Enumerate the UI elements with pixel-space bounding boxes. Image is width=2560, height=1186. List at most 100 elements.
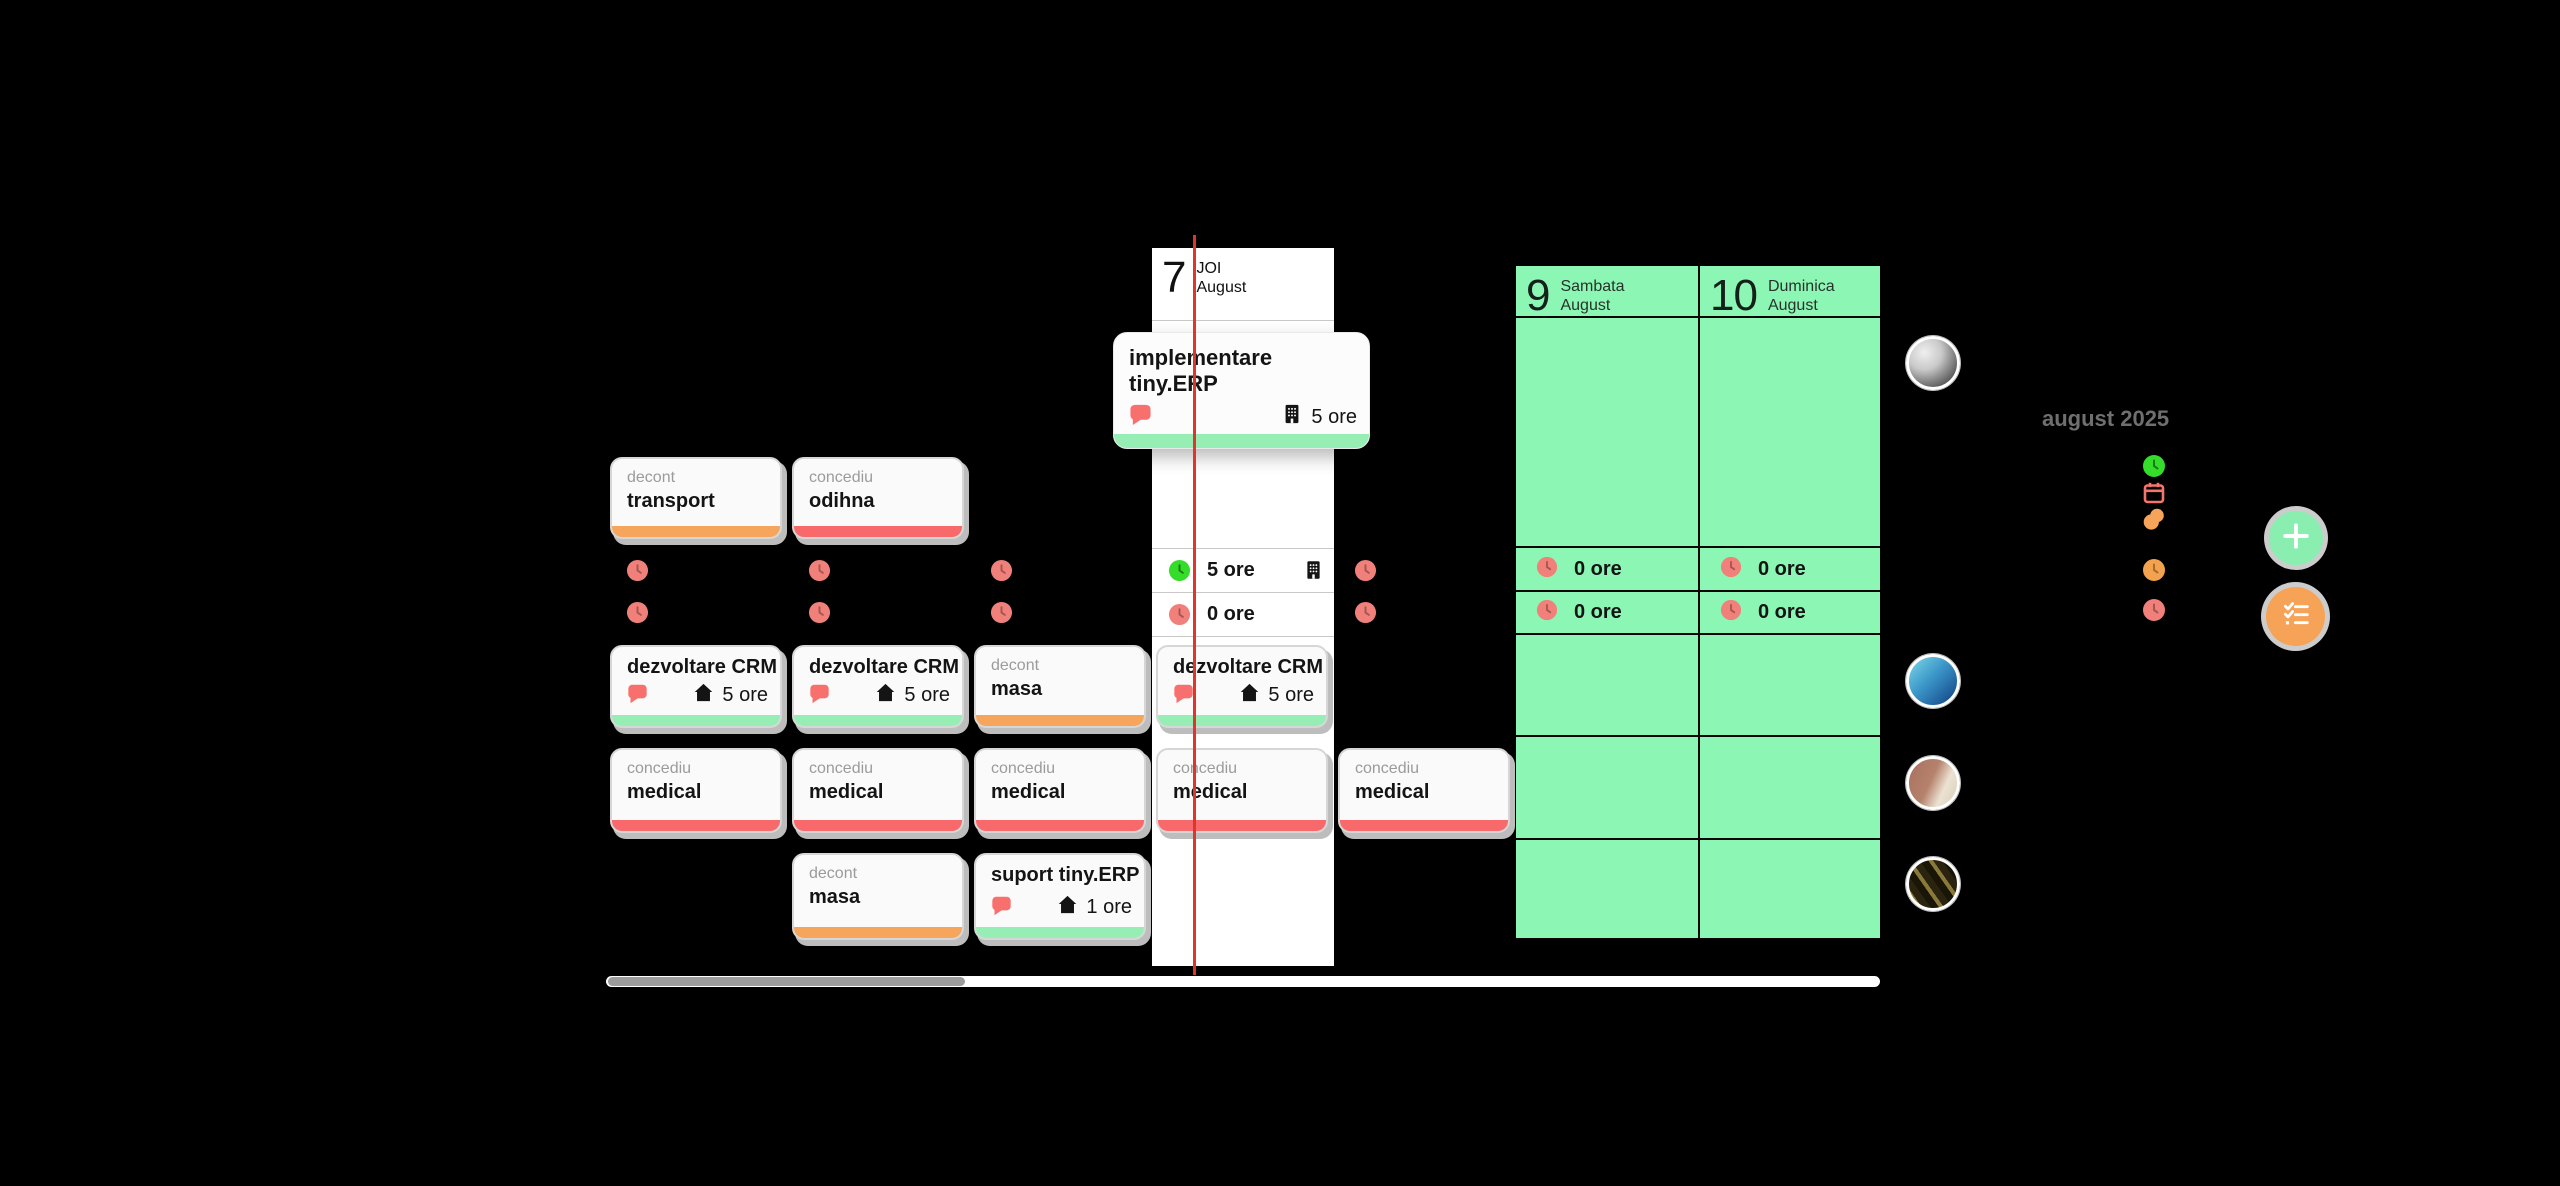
day-cell <box>1516 840 1698 940</box>
card-status-bar <box>976 820 1144 831</box>
task-card[interactable]: decont transport <box>610 457 782 539</box>
task-card[interactable]: concediu medical <box>1156 748 1328 833</box>
day-month-text: August <box>1196 279 1247 296</box>
hours-total: 0 ore <box>1574 557 1622 580</box>
card-title: transport <box>627 490 715 512</box>
day-hours-summary: 0 ore <box>1700 548 1880 592</box>
checklist-icon <box>2280 598 2312 635</box>
calendar-red-icon <box>2142 481 2166 505</box>
hours-total: 0 ore <box>1207 602 1255 625</box>
add-button[interactable] <box>2269 511 2323 565</box>
card-hours-label: 5 ore <box>722 684 768 706</box>
clock-red-icon <box>1720 599 1742 626</box>
card-footer: 1 ore <box>991 894 1132 921</box>
card-hours: 5 ore <box>693 682 768 709</box>
day-hours-summary: 5 ore <box>1168 549 1334 591</box>
scrollbar-thumb[interactable] <box>608 977 965 986</box>
clock-red-icon <box>1536 599 1558 626</box>
card-title: suport tiny.ERP <box>991 864 1140 886</box>
card-category: concediu <box>1173 760 1238 777</box>
card-category: concediu <box>809 760 874 777</box>
hours-total: 5 ore <box>1207 558 1255 581</box>
card-category: concediu <box>627 760 692 777</box>
house-icon <box>1239 682 1260 709</box>
card-hours: 5 ore <box>1239 682 1314 709</box>
clock-red-icon <box>2142 598 2166 622</box>
house-icon <box>875 682 896 709</box>
clock-red-icon <box>1168 603 1191 626</box>
day-hours-summary: 0 ore <box>1700 592 1880 635</box>
row-divider <box>1152 592 1334 593</box>
card-hours: 5 ore <box>875 682 950 709</box>
comment-icon <box>1129 403 1152 431</box>
card-category: decont <box>991 657 1040 674</box>
row-divider <box>1152 548 1334 549</box>
day-number: 9 <box>1526 271 1551 320</box>
day-cell <box>1516 635 1698 737</box>
card-status-bar <box>976 715 1144 726</box>
clock-green-icon <box>2142 454 2166 478</box>
day-hours-summary: 0 ore <box>1516 548 1698 592</box>
card-footer: 5 ore <box>809 682 950 709</box>
horizontal-scrollbar[interactable] <box>606 976 1880 987</box>
task-card[interactable]: dezvoltare CRM 5 ore <box>1156 645 1328 728</box>
day-hours-summary: 0 ore <box>1168 593 1334 635</box>
avatar-user-2[interactable] <box>1906 654 1960 708</box>
card-status-bar <box>794 715 962 726</box>
day-cell <box>1700 737 1880 840</box>
clock-red-icon <box>808 601 831 624</box>
card-title: odihna <box>809 490 875 512</box>
comment-icon <box>809 683 830 709</box>
avatar-user-4[interactable] <box>1906 857 1960 911</box>
card-hours-label: 5 ore <box>1311 405 1357 428</box>
card-footer: 5 ore <box>1129 403 1357 431</box>
card-title: medical <box>1173 781 1248 803</box>
card-status-bar <box>976 927 1144 938</box>
card-hours: 1 ore <box>1057 894 1132 921</box>
card-status-bar <box>612 526 780 537</box>
checklist-button[interactable] <box>2266 587 2325 646</box>
card-status-bar <box>794 927 962 938</box>
card-status-bar <box>794 820 962 831</box>
comment-icon <box>991 895 1012 921</box>
comment-icon <box>627 683 648 709</box>
card-category: concediu <box>809 469 874 486</box>
clock-green-icon <box>1168 559 1191 582</box>
card-status-bar <box>612 715 780 726</box>
avatar-user-3[interactable] <box>1906 756 1960 810</box>
card-status-bar <box>612 820 780 831</box>
card-title: dezvoltare CRM <box>627 656 778 678</box>
clock-red-icon <box>808 559 831 582</box>
clock-red-icon <box>1354 601 1377 624</box>
plus-icon <box>2281 521 2311 556</box>
avatar-user-1[interactable] <box>1906 336 1960 390</box>
card-status-bar <box>1158 715 1326 726</box>
day-month-text: August <box>1767 297 1818 314</box>
card-category: decont <box>627 469 676 486</box>
task-card[interactable]: concediu odihna <box>792 457 964 539</box>
month-label: august 2025 <box>2042 406 2170 431</box>
current-time-line <box>1193 235 1196 975</box>
card-status-bar <box>1340 820 1508 831</box>
day-hours-summary: 0 ore <box>1516 592 1698 635</box>
card-title: dezvoltare CRM <box>1173 656 1324 678</box>
task-card[interactable]: suport tiny.ERP 1 ore <box>974 853 1146 940</box>
day-cell <box>1700 635 1880 737</box>
row-divider <box>1152 636 1334 637</box>
task-card[interactable]: dezvoltare CRM 5 ore <box>610 645 782 728</box>
